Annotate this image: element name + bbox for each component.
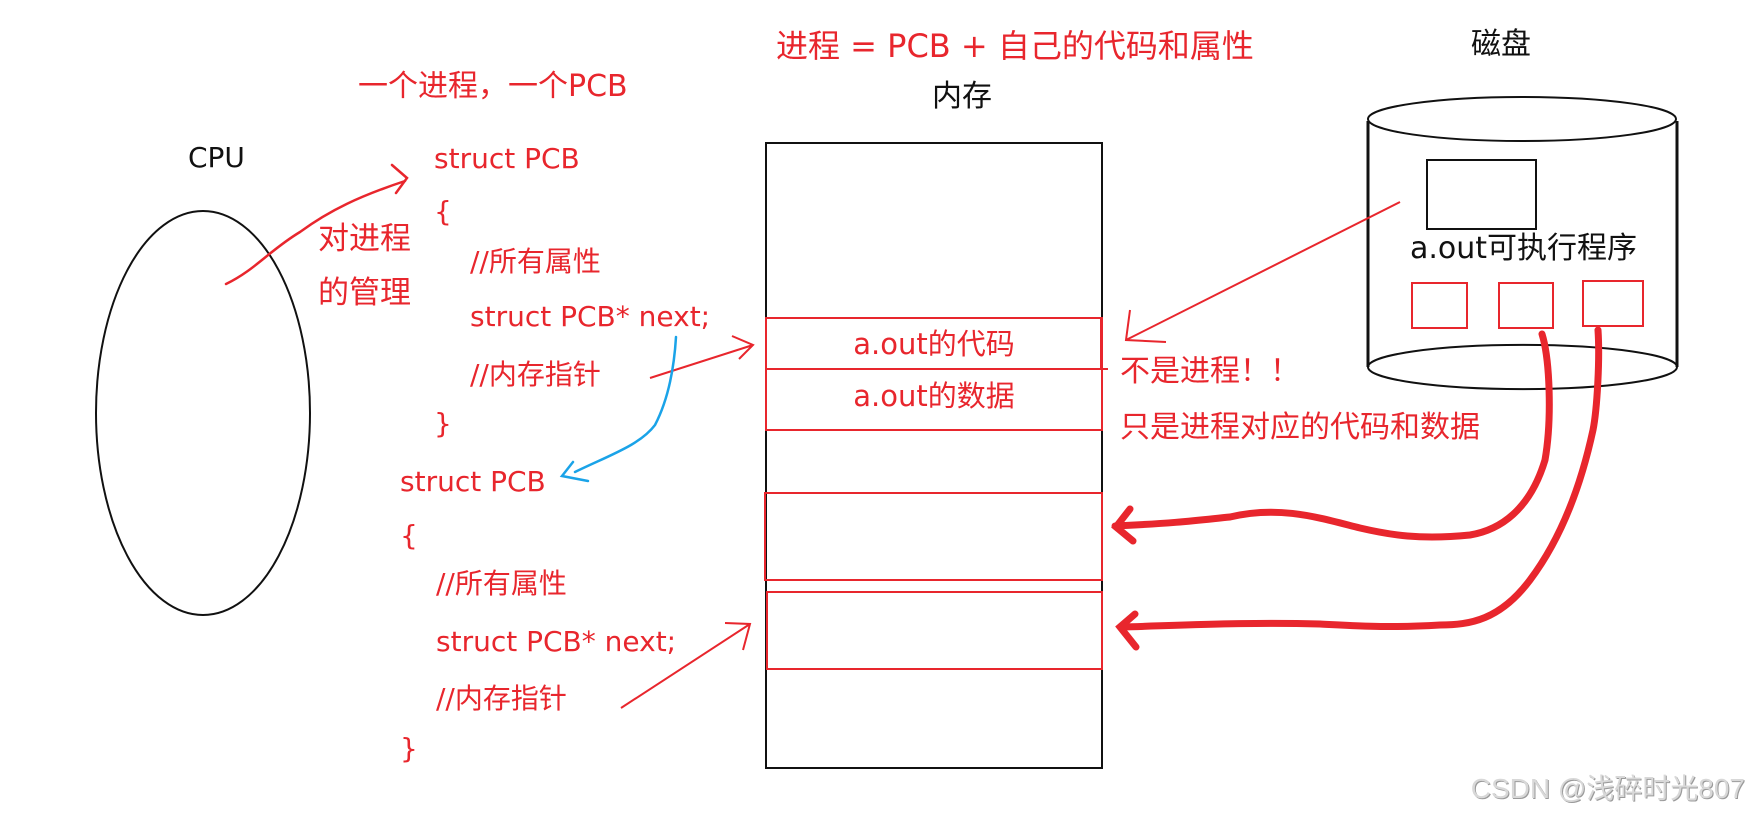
pcb-header: struct PCB xyxy=(400,465,546,498)
memory-label: 内存 xyxy=(932,79,992,114)
disk-label: 磁盘 xyxy=(1471,27,1531,62)
memory-note-line2: 只是进程对应的代码和数据 xyxy=(1120,410,1480,445)
disk-block-arrow-2 xyxy=(1115,326,1603,651)
memory-block-data-label: a.out的数据 xyxy=(853,379,1015,413)
memory-note-line1: 不是进程！！ xyxy=(1120,354,1300,389)
disk-to-memory-arrow xyxy=(1124,201,1401,343)
pcb-comment-attrs: //所有属性 xyxy=(470,245,601,278)
pcb-next-field: struct PCB* next; xyxy=(470,300,711,333)
memory-block-code-label: a.out的代码 xyxy=(853,327,1015,361)
next-pointer-arrow xyxy=(559,335,678,483)
memory-block-4 xyxy=(766,591,1103,670)
pcb-comment-mem: //内存指针 xyxy=(470,358,601,391)
pcb-next-field: struct PCB* next; xyxy=(436,625,677,658)
memory-shape xyxy=(765,142,1103,769)
pcb1-mem-arrow xyxy=(649,335,755,379)
pcb-comment-mem: //内存指针 xyxy=(436,682,567,715)
note-bracket xyxy=(1100,318,1108,370)
memory-block-data xyxy=(765,368,1103,431)
pcb-comment-attrs: //所有属性 xyxy=(436,567,567,600)
pcb2-mem-arrow xyxy=(620,622,752,709)
cpu-shape xyxy=(95,210,311,616)
pcb-open-brace: { xyxy=(434,195,452,228)
disk-shape xyxy=(1366,96,1679,391)
cpu-label: CPU xyxy=(188,141,245,174)
pcb-open-brace: { xyxy=(400,519,418,552)
disk-program-label: a.out可执行程序 xyxy=(1410,231,1638,266)
cpu-to-pcb-arrow xyxy=(224,163,409,286)
disk-block-arrow-1 xyxy=(1111,330,1553,545)
cpu-annotation-line2: 的管理 xyxy=(318,275,411,311)
pcb-close-brace: } xyxy=(434,407,452,440)
watermark: CSDN @浅碎时光807 xyxy=(1470,773,1745,804)
process-equation-heading: 进程 = PCB + 自己的代码和属性 xyxy=(776,27,1254,65)
cpu-annotation-line1: 对进程 xyxy=(318,221,411,257)
one-process-one-pcb-heading: 一个进程，一个PCB xyxy=(358,69,628,104)
memory-block-3 xyxy=(764,492,1103,581)
pcb-close-brace: } xyxy=(400,732,418,765)
pcb-header: struct PCB xyxy=(434,142,580,175)
